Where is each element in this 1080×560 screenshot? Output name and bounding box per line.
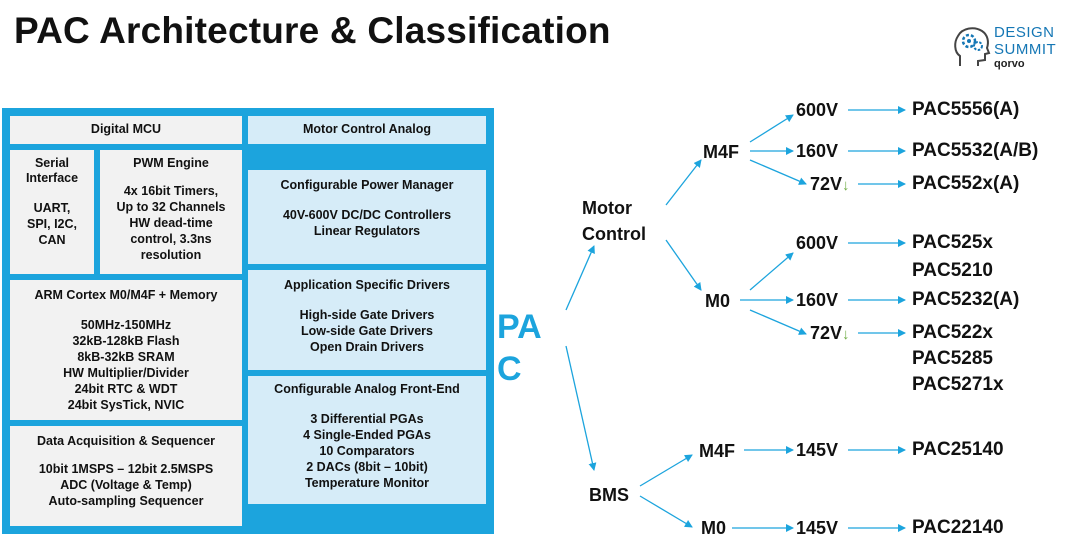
data-acquisition-body: 10bit 1MSPS – 12bit 2.5MSPS ADC (Voltage… — [38, 462, 214, 508]
pac-root-line2: C — [497, 350, 522, 388]
head-gears-icon — [954, 27, 991, 66]
pwm-engine-body: 4x 16bit Timers, Up to 32 Channels HW de… — [116, 184, 226, 262]
design-summit-logo: DESIGN SUMMIT qorvo — [952, 22, 1062, 78]
part-pac25140: PAC25140 — [912, 439, 1004, 460]
arrow-pac-motor-control — [565, 245, 595, 311]
voltage-m0-160: 160V — [796, 290, 839, 310]
arrow-m0-72 — [749, 309, 807, 335]
arrow-bms-m4f — [639, 454, 693, 487]
app-drivers-block: Application Specific Drivers High-side G… — [248, 270, 486, 370]
arrow-bms-m0 — [639, 495, 693, 528]
arm-cortex-title: ARM Cortex M0/M4F + Memory — [34, 288, 218, 302]
power-manager-body: 40V-600V DC/DC Controllers Linear Regula… — [282, 208, 452, 238]
pwm-engine-block: PWM Engine 4x 16bit Timers, Up to 32 Cha… — [100, 150, 242, 274]
serial-interface-body: UART, SPI, I2C, CAN — [26, 201, 78, 247]
arrow-mc-m0 — [665, 239, 702, 291]
voltage-m0-72-label: 72V — [810, 323, 843, 343]
power-manager-block: Configurable Power Manager 40V-600V DC/D… — [248, 170, 486, 264]
part-pac22140: PAC22140 — [912, 517, 1004, 538]
power-manager-title: Configurable Power Manager — [280, 178, 454, 192]
voltage-m0-600: 600V — [796, 233, 839, 253]
logo-text-design: DESIGN — [994, 24, 1055, 41]
voltage-bms-m0-145: 145V — [796, 518, 839, 538]
serial-interface-title: Serial Interface — [25, 156, 79, 185]
voltage-m4f-72: 72V↓ — [810, 173, 850, 197]
arrow-m4f-600 — [749, 114, 794, 143]
part-pac5210: PAC5210 — [912, 260, 993, 281]
data-acquisition-block: Data Acquisition & Sequencer 10bit 1MSPS… — [10, 426, 242, 526]
voltage-bms-m4f-145: 145V — [796, 440, 839, 460]
motor-control-analog-block: Motor Control Analog — [248, 116, 486, 144]
pac-root-line1: PA — [497, 308, 542, 346]
logo-text-summit: SUMMIT — [994, 41, 1057, 58]
down-arrow-icon: ↓ — [842, 177, 850, 194]
arrow-mc-m4f — [665, 159, 702, 206]
analog-front-end-title: Configurable Analog Front-End — [274, 382, 460, 396]
part-pac522x: PAC522x — [912, 322, 993, 343]
part-pac552xa: PAC552x(A) — [912, 173, 1020, 194]
node-motor-control: Motor Control — [582, 198, 646, 244]
part-pac5532ab: PAC5532(A/B) — [912, 140, 1039, 161]
part-pac5271x: PAC5271x — [912, 374, 1004, 395]
voltage-m4f-72-label: 72V — [810, 174, 843, 194]
down-arrow-icon: ↓ — [842, 326, 850, 343]
logo-text-qorvo: qorvo — [994, 58, 1025, 70]
app-drivers-body: High-side Gate Drivers Low-side Gate Dri… — [299, 308, 435, 354]
digital-mcu-block: Digital MCU — [10, 116, 242, 144]
arm-cortex-body: 50MHz-150MHz 32kB-128kB Flash 8kB-32kB S… — [63, 318, 189, 412]
arrow-pac-bms — [565, 345, 597, 471]
part-pac525x: PAC525x — [912, 232, 993, 253]
voltage-m4f-160: 160V — [796, 141, 839, 161]
analog-front-end-body: 3 Differential PGAs 4 Single-Ended PGAs … — [303, 412, 431, 490]
slide-title: PAC Architecture & Classification — [14, 10, 611, 51]
arrow-m4f-72 — [749, 159, 807, 185]
part-pac5556a: PAC5556(A) — [912, 99, 1020, 120]
analog-front-end-block: Configurable Analog Front-End 3 Differen… — [248, 376, 486, 504]
data-acquisition-title: Data Acquisition & Sequencer — [36, 434, 216, 448]
part-pac5285: PAC5285 — [912, 348, 993, 369]
node-bms: BMS — [589, 485, 629, 505]
arm-cortex-block: ARM Cortex M0/M4F + Memory 50MHz-150MHz … — [10, 280, 242, 420]
node-mc-m0: M0 — [705, 291, 731, 311]
arrow-m0-600 — [749, 252, 794, 291]
serial-interface-block: Serial Interface UART, SPI, I2C, CAN — [10, 150, 94, 274]
node-mc-m4f: M4F — [703, 142, 739, 162]
voltage-m0-72: 72V↓ — [810, 322, 850, 346]
architecture-panel: Digital MCU Motor Control Analog Serial … — [2, 108, 494, 534]
voltage-m4f-600: 600V — [796, 100, 839, 120]
pwm-engine-title: PWM Engine — [133, 156, 209, 170]
node-bms-m4f: M4F — [699, 441, 735, 461]
part-pac5232a: PAC5232(A) — [912, 289, 1020, 310]
app-drivers-title: Application Specific Drivers — [283, 278, 451, 292]
node-bms-m0: M0 — [701, 518, 727, 538]
